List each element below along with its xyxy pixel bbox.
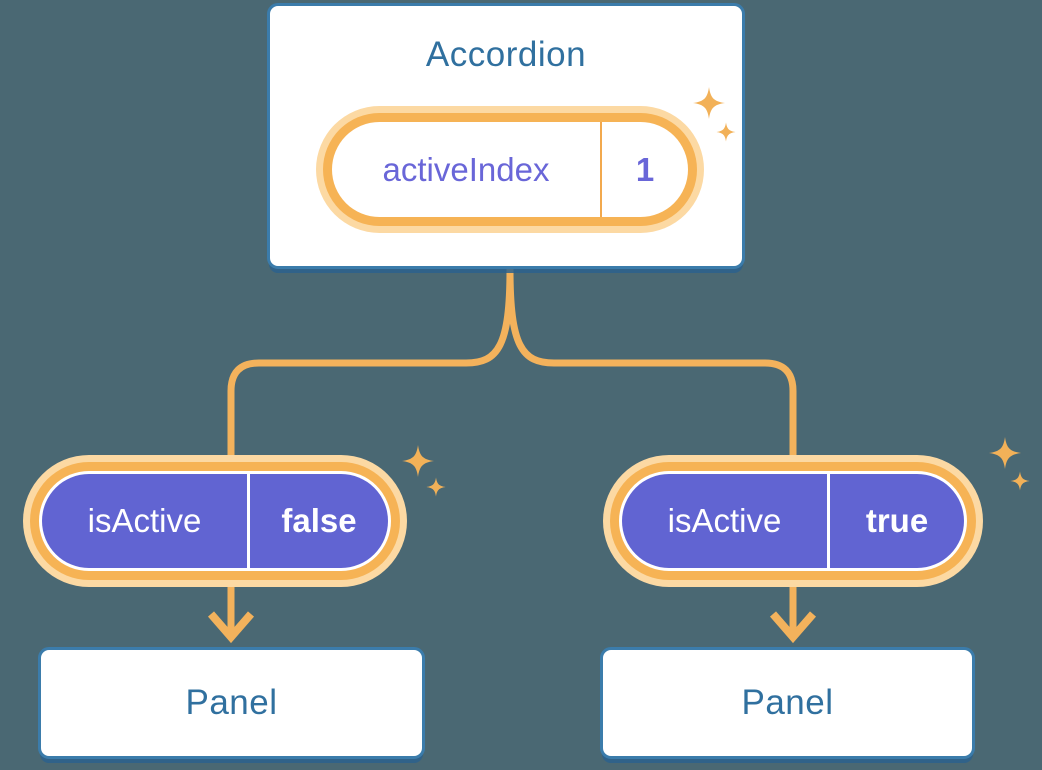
accordion-title: Accordion	[425, 35, 587, 74]
panel-card-right: Panel	[600, 647, 975, 759]
prop-pill-gap: isActive true	[619, 471, 967, 571]
prop-pill-isactive-true: isActive true	[603, 455, 983, 587]
prop-pill-divider	[827, 474, 830, 568]
state-pill-activeindex: activeIndex 1	[316, 106, 704, 233]
prop-pill-body: isActive true	[622, 474, 964, 568]
panel-card-left: Panel	[38, 647, 425, 759]
prop-pill-ring: isActive true	[610, 462, 976, 580]
connector-left-branch	[227, 268, 514, 633]
prop-pill-label: isActive	[87, 502, 202, 539]
prop-pill-isactive-false: isActive false	[23, 455, 407, 587]
prop-pill-divider	[247, 474, 250, 568]
prop-pill-body: isActive false	[42, 474, 388, 568]
state-pill-body: activeIndex 1	[332, 122, 688, 217]
state-pill-divider	[600, 122, 602, 217]
connector-right-branch	[506, 268, 797, 633]
arrow-down-icon	[207, 611, 255, 644]
panel-title: Panel	[185, 683, 278, 722]
prop-pill-ring: isActive false	[30, 462, 400, 580]
state-pill-value: 1	[635, 150, 655, 188]
prop-pill-gap: isActive false	[39, 471, 391, 571]
prop-pill-label: isActive	[667, 502, 782, 539]
state-pill-ring: activeIndex 1	[323, 113, 697, 226]
prop-pill-value: true	[865, 502, 929, 539]
arrow-down-icon	[769, 611, 817, 644]
panel-title: Panel	[741, 683, 834, 722]
prop-pill-value: false	[281, 502, 357, 539]
state-pill-label: activeIndex	[382, 150, 550, 188]
